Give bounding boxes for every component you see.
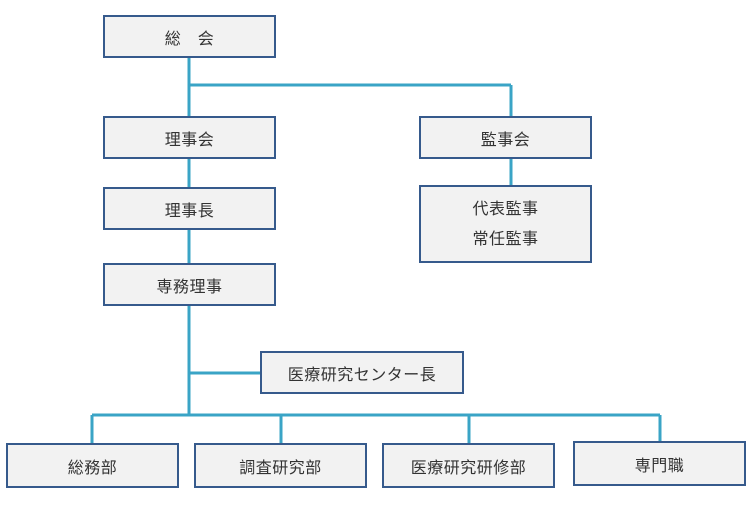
department-box: 専門職 — [573, 441, 746, 486]
rep-auditor-label: 代表監事 — [472, 199, 539, 218]
board-label: 理事会 — [164, 129, 215, 149]
research-center-head-box: 医療研究センター長 — [260, 351, 464, 394]
board-box: 理事会 — [103, 116, 276, 159]
research-center-head-label: 医療研究センター長 — [287, 364, 437, 384]
chairman-label: 理事長 — [164, 200, 215, 220]
auditors-box: 監事会 — [419, 116, 592, 159]
department-box: 調査研究部 — [194, 443, 367, 488]
department-label: 医療研究研修部 — [410, 457, 527, 477]
auditor-members-box: 代表監事 常任監事 — [419, 185, 592, 263]
department-label: 調査研究部 — [239, 457, 322, 477]
general-assembly-box: 総 会 — [103, 15, 276, 58]
department-box: 医療研究研修部 — [382, 443, 555, 488]
chairman-box: 理事長 — [103, 187, 276, 230]
auditors-label: 監事会 — [480, 129, 531, 149]
general-assembly-label: 総 会 — [164, 28, 215, 48]
managing-director-label: 専務理事 — [156, 276, 223, 296]
department-label: 総務部 — [67, 457, 118, 477]
department-label: 専門職 — [634, 455, 685, 475]
department-box: 総務部 — [6, 443, 179, 488]
managing-director-box: 専務理事 — [103, 263, 276, 306]
standing-auditor-label: 常任監事 — [472, 229, 539, 248]
